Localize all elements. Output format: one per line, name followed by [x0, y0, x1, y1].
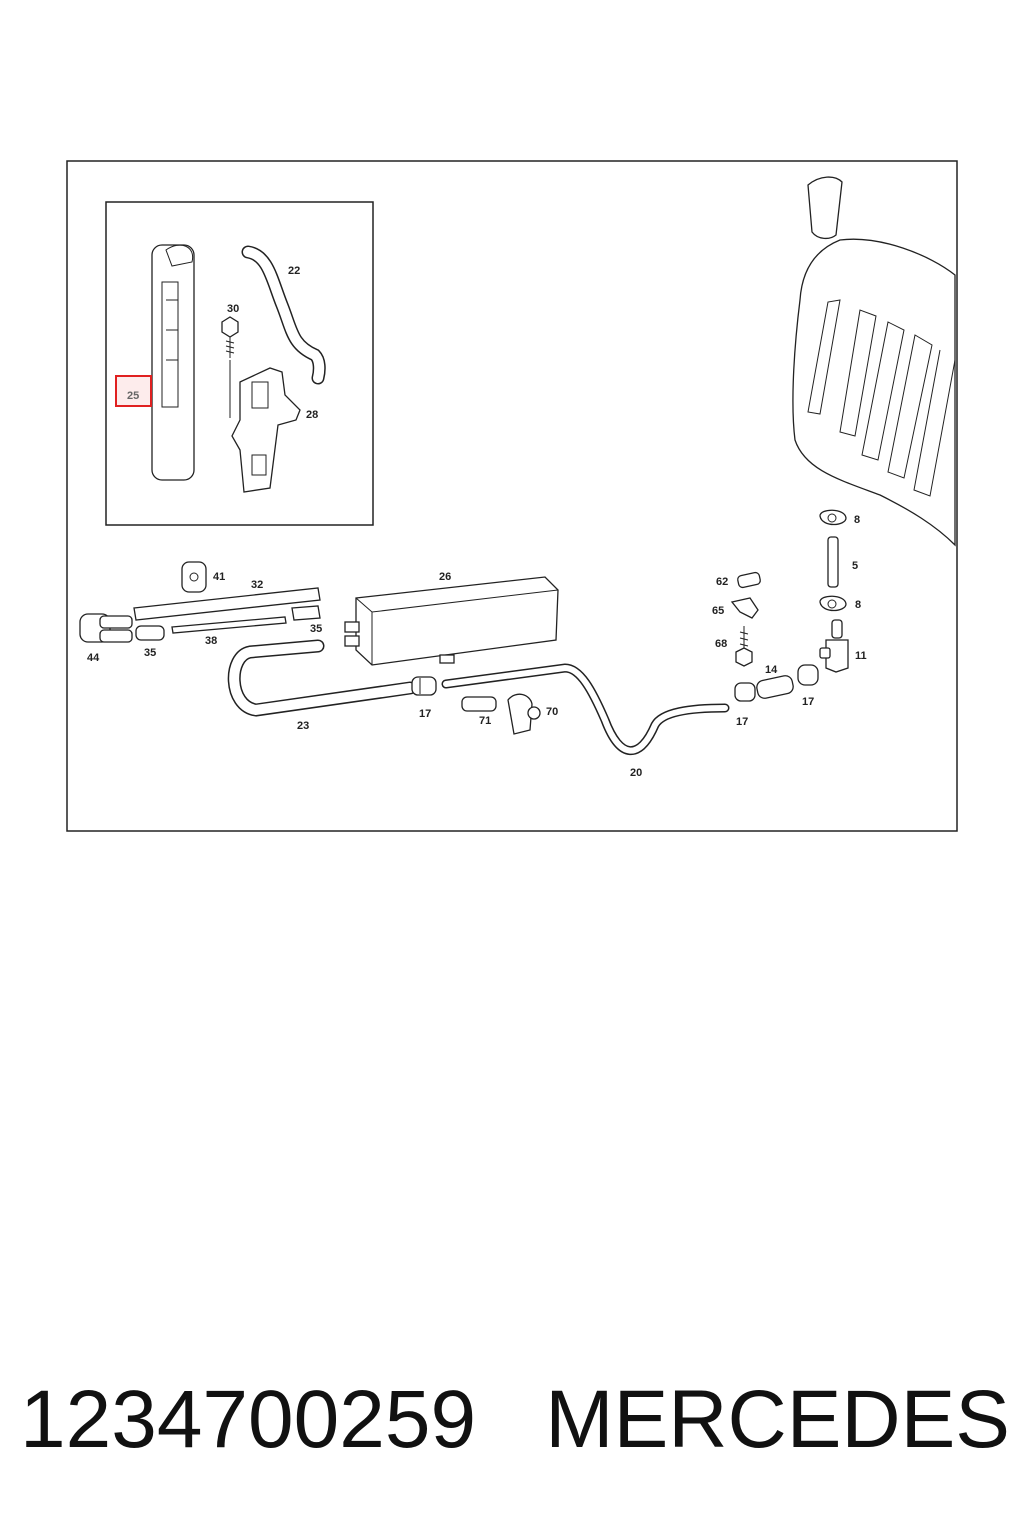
part-62-sleeve — [737, 571, 761, 589]
part-number: 1234700259 — [20, 1374, 477, 1465]
label-20: 20 — [630, 767, 642, 779]
part-25-bracket — [151, 244, 195, 481]
label-70: 70 — [546, 706, 558, 718]
inset-frame — [105, 201, 374, 526]
label-62: 62 — [716, 576, 728, 588]
label-14: 14 — [765, 664, 778, 676]
label-35-right: 35 — [310, 623, 322, 635]
part-41-mount — [181, 561, 207, 593]
label-68: 68 — [715, 638, 727, 650]
label-17-middle: 17 — [736, 716, 748, 728]
part-68-screw — [735, 626, 753, 667]
part-38-rod — [171, 616, 287, 634]
label-28: 28 — [306, 409, 318, 421]
label-25: 25 — [127, 390, 139, 402]
label-22: 22 — [288, 265, 300, 277]
fuel-tank — [792, 176, 956, 547]
label-26: 26 — [439, 571, 451, 583]
label-11: 11 — [855, 650, 867, 662]
part-30-screw — [221, 316, 239, 418]
label-30: 30 — [227, 303, 239, 315]
part-44-connector — [79, 613, 133, 643]
part-65-clip — [730, 597, 759, 619]
label-17-left: 17 — [419, 708, 431, 720]
part-caption: 1234700259 MERCEDES — [20, 1370, 1010, 1470]
part-35-hose-a — [135, 625, 165, 641]
part-14-hose — [756, 675, 794, 699]
part-5-rod — [827, 536, 839, 588]
part-8-clip-bottom — [819, 595, 847, 612]
label-17-right: 17 — [802, 696, 814, 708]
part-70-holder — [507, 693, 541, 735]
part-32-hose — [133, 587, 321, 621]
label-8-bottom: 8 — [855, 599, 861, 611]
part-17-clamp-c — [797, 664, 819, 686]
brand-name: MERCEDES — [545, 1374, 1010, 1465]
part-17-clamp-a — [411, 676, 437, 696]
label-71: 71 — [479, 715, 491, 727]
label-5: 5 — [852, 560, 858, 572]
label-44: 44 — [87, 652, 100, 664]
part-17-clamp-b — [734, 682, 756, 702]
label-23: 23 — [297, 720, 309, 732]
label-65: 65 — [712, 605, 724, 617]
part-11-valve — [819, 619, 849, 673]
part-71-tube — [461, 696, 497, 712]
label-8-top: 8 — [854, 514, 860, 526]
part-28-holder — [231, 367, 301, 493]
part-8-clip-top — [819, 509, 847, 526]
label-32: 32 — [251, 579, 263, 591]
part-26-canister — [344, 576, 559, 666]
highlight-box-25 — [115, 375, 152, 407]
label-35-left: 35 — [144, 647, 156, 659]
label-38: 38 — [205, 635, 217, 647]
label-41: 41 — [213, 571, 225, 583]
